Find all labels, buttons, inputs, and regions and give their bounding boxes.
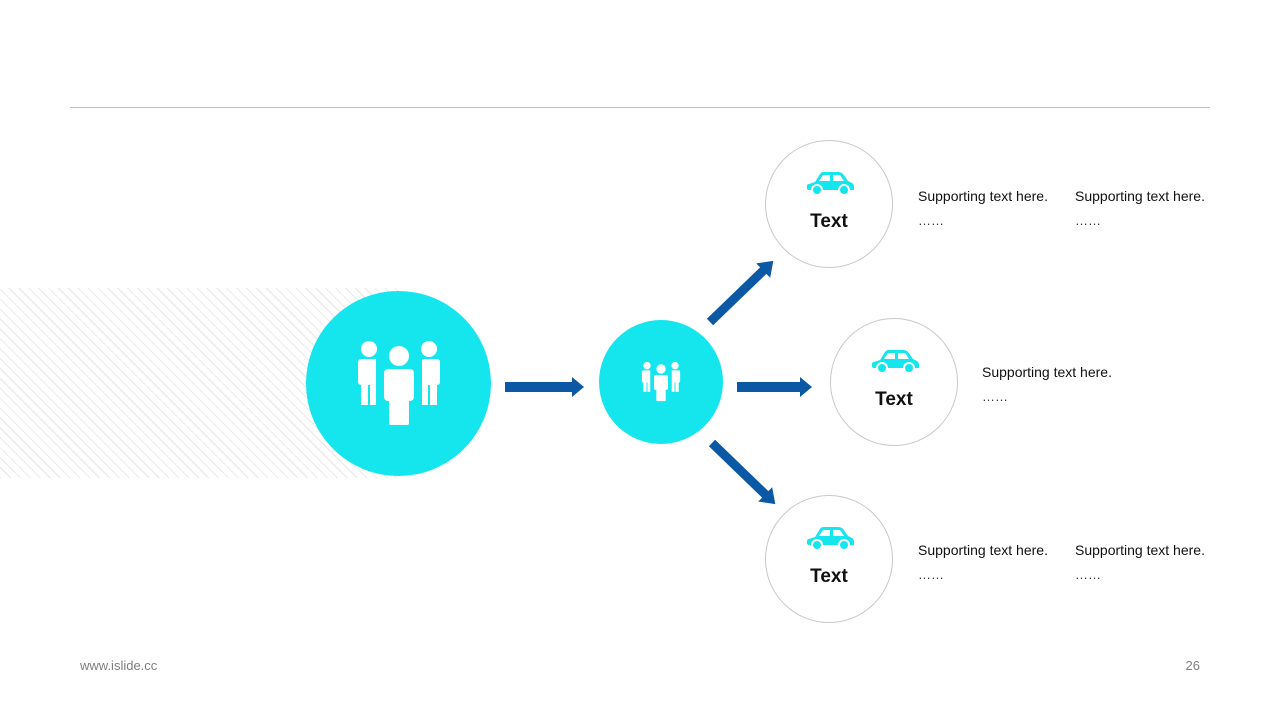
people-group-icon [358,341,440,429]
arrow-to-node-2 [737,377,812,397]
support-text: Supporting text here. …… [918,537,1048,587]
page-number: 26 [1185,658,1200,673]
support-text: Supporting text here. …… [982,359,1112,409]
ellipsis: …… [982,389,1008,404]
support-line: Supporting text here. [1075,188,1205,204]
node-1: Text [765,140,893,268]
header-divider [70,107,1210,108]
car-icon [872,350,919,373]
ellipsis: …… [918,567,944,582]
node-2: Text [830,318,958,446]
car-icon [807,527,854,550]
ellipsis: …… [1075,567,1101,582]
arrow-to-node-3 [708,439,776,505]
arrow-to-node-1 [706,260,774,326]
relay-circle [599,320,723,444]
arrow-hub-to-relay [505,377,584,397]
support-line: Supporting text here. [1075,542,1205,558]
support-line: Supporting text here. [918,542,1048,558]
footer-url[interactable]: www.islide.cc [80,658,158,673]
ellipsis: …… [1075,213,1101,228]
support-line: Supporting text here. [918,188,1048,204]
car-icon [807,172,854,195]
node-label: Text [810,211,848,232]
people-group-icon [641,361,681,403]
support-text: Supporting text here. …… [1075,183,1205,233]
node-3: Text [765,495,893,623]
support-text: Supporting text here. …… [918,183,1048,233]
node-label: Text [875,389,913,410]
hub-circle [306,291,491,476]
node-label: Text [810,566,848,587]
support-text: Supporting text here. …… [1075,537,1205,587]
ellipsis: …… [918,213,944,228]
support-line: Supporting text here. [982,364,1112,380]
